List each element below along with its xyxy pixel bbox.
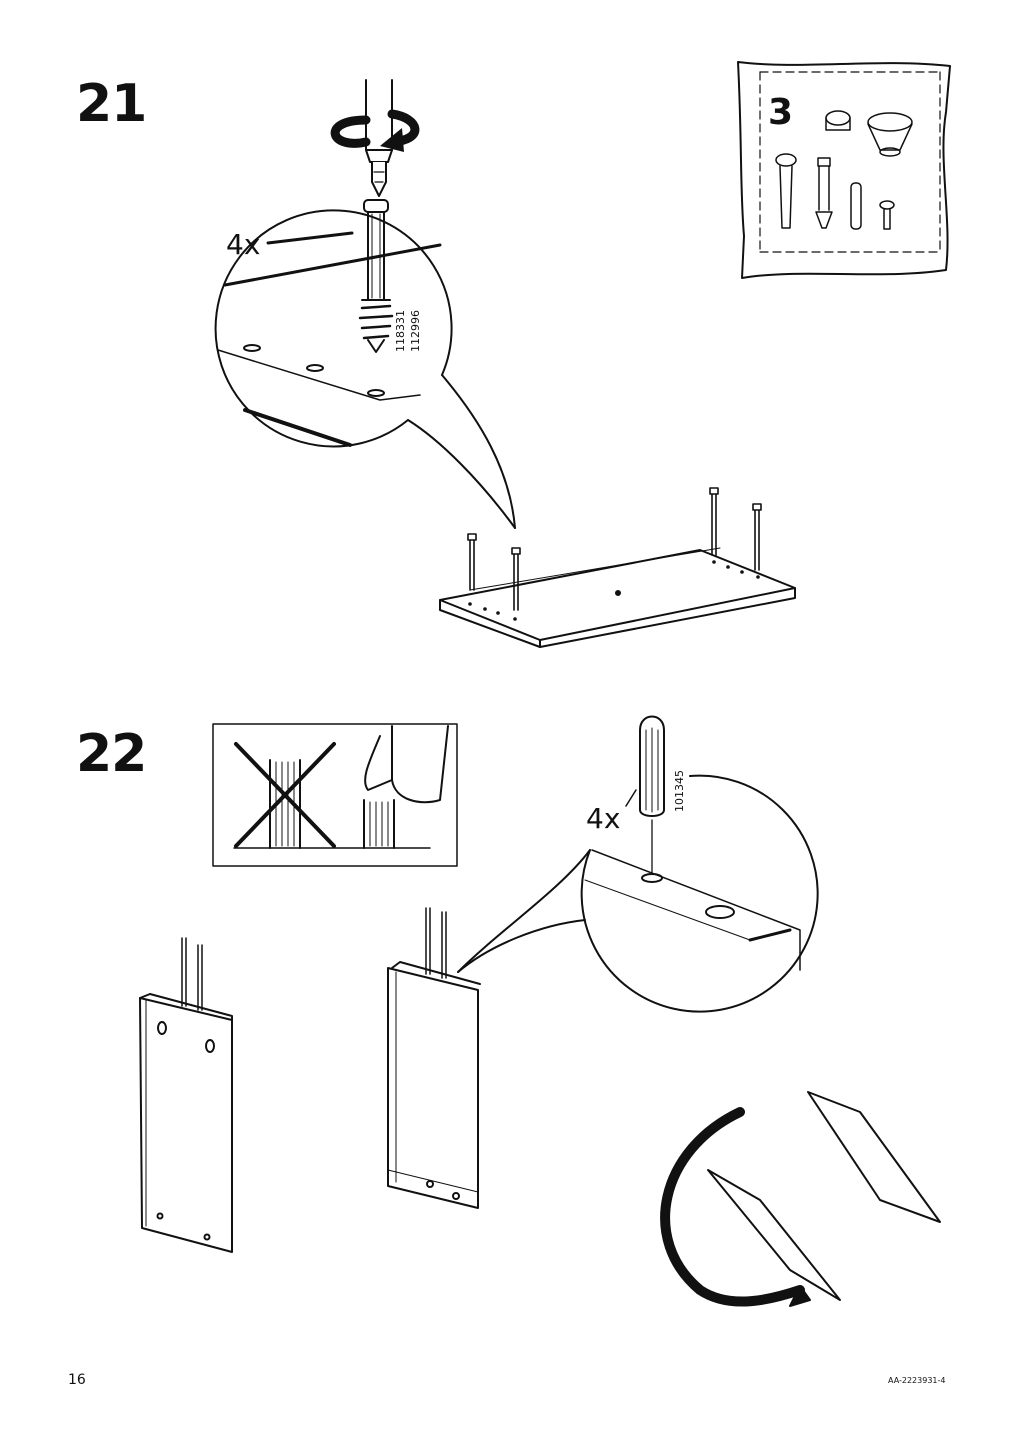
step-number: 21 [76, 74, 147, 134]
part-number: 118331 [394, 310, 407, 352]
flip-arrow-icon [660, 1107, 811, 1307]
step-number: 22 [76, 724, 147, 784]
document-id: AA-2223931-4 [888, 1376, 946, 1385]
wood-dowel-part-icon [625, 715, 665, 875]
quantity-label: 4x [586, 802, 621, 835]
side-panel [139, 937, 233, 1253]
shelf-board [439, 487, 796, 648]
cam-dowel-part-icon [358, 199, 394, 353]
page-number: 16 [68, 1372, 86, 1388]
detail-magnifier [457, 774, 819, 1013]
warning-box [212, 723, 458, 867]
hand-icon [391, 725, 449, 804]
parts-bag [737, 61, 951, 279]
cross-icon [234, 742, 336, 848]
side-panel [387, 907, 481, 1209]
detail-magnifier [214, 209, 516, 529]
part-number: 112996 [409, 310, 422, 352]
rotate-clockwise-icon [330, 109, 420, 152]
part-number: 101345 [673, 770, 686, 812]
flipped-panel [707, 1091, 941, 1301]
screwdriver-icon [365, 79, 393, 197]
quantity-label: 4x [226, 228, 261, 261]
parts-bag-number: 3 [768, 92, 793, 133]
